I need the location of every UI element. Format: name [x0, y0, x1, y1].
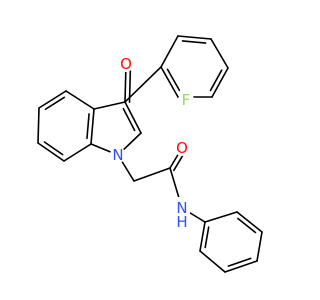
bond-Ph6-Ph1	[199, 221, 206, 252]
atom-label-n-indole: N	[112, 146, 123, 164]
bond-double-Ph2-Ph3	[237, 217, 257, 234]
bond-C3a-C7a	[90, 108, 95, 145]
bond-Ph1-Ph2	[204, 211, 238, 223]
fluorine-atom: F	[178, 91, 194, 109]
atom-label-o-ketone: O	[120, 55, 132, 73]
bond-double-Ph4-Ph5	[227, 257, 252, 267]
carbonyl-oxygen-ketone: O	[118, 55, 134, 73]
indole-nitrogen: N	[110, 146, 126, 164]
bond-C3-C3a	[93, 101, 126, 110]
bond-C3-C2i	[124, 101, 142, 134]
bond-double-C4-C5	[44, 96, 66, 111]
bond-C3a-C4	[65, 90, 95, 110]
bond-C6-C7	[37, 142, 65, 162]
atom-label-n-amide: N	[176, 199, 187, 217]
bond-R1-R2	[177, 35, 212, 40]
bond-C7-C7a	[63, 143, 92, 162]
bond-Ph4-Ph5	[224, 260, 258, 273]
bond-Ph2-Ph3	[236, 211, 263, 233]
bond-R3-R4	[211, 67, 229, 98]
bond-double-C3a-C7a	[86, 113, 90, 140]
bond-double-R1-R2	[181, 40, 207, 44]
bond-double-C6-C7	[43, 141, 64, 156]
bond-Ph3-Ph4	[256, 231, 263, 262]
bond-C5-C6	[37, 107, 40, 144]
amide-nh-group: N H	[172, 197, 190, 231]
atom-label-f: F	[182, 91, 191, 109]
bond-double-Ph6-Ph1	[204, 226, 210, 249]
atom-label-h-amide: H	[176, 213, 187, 231]
bond-Ph5-Ph6	[199, 250, 226, 273]
bond-R2-R3	[210, 38, 229, 69]
bond-C3-R6	[124, 66, 162, 103]
bond-C4-C5	[38, 90, 67, 109]
carbonyl-oxygen-amide: O	[174, 139, 190, 157]
bond-double-R3-R4	[209, 69, 223, 92]
bond-CH2-C8	[133, 167, 171, 182]
bond-R6-R1	[160, 35, 179, 68]
bond-double-C3-C2i	[122, 107, 136, 132]
molecule-structure-diagram: O F N O N H	[37, 35, 263, 273]
bond-R5-R6	[160, 66, 179, 98]
atom-label-o-amide: O	[176, 139, 188, 157]
bond-layer	[37, 35, 263, 273]
atom-label-layer: O F N O N H	[110, 55, 194, 231]
bond-double-R5-R6	[166, 68, 181, 92]
